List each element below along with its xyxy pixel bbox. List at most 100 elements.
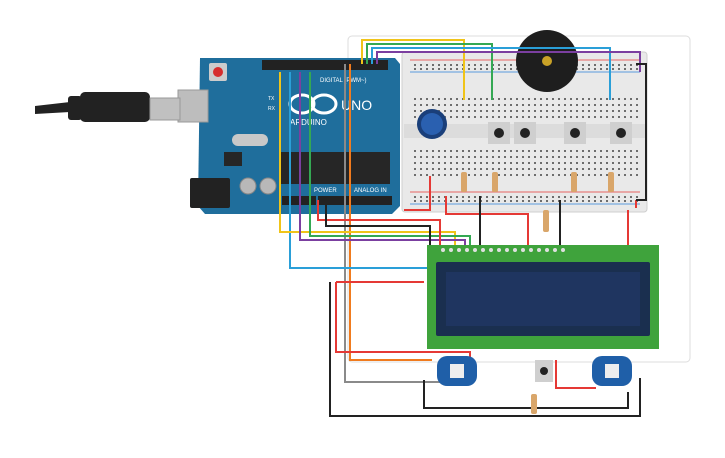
breadboard-hole xyxy=(522,156,524,158)
breadboard-hole xyxy=(486,98,488,100)
breadboard-hole xyxy=(582,104,584,106)
breadboard-hole xyxy=(588,200,590,202)
breadboard-hole xyxy=(630,104,632,106)
breadboard-hole xyxy=(618,174,620,176)
pushbutton-icon[interactable] xyxy=(535,360,553,382)
breadboard-hole xyxy=(540,196,542,198)
breadboard-hole xyxy=(510,156,512,158)
lcd-pin xyxy=(457,248,461,252)
breadboard-hole xyxy=(480,150,482,152)
breadboard-hole xyxy=(540,110,542,112)
breadboard-hole xyxy=(432,156,434,158)
breadboard-hole xyxy=(486,162,488,164)
potentiometer-icon[interactable] xyxy=(417,109,447,139)
breadboard-hole xyxy=(558,150,560,152)
breadboard-hole xyxy=(624,200,626,202)
lcd-display[interactable] xyxy=(427,245,659,349)
breadboard-hole xyxy=(582,196,584,198)
breadboard-hole xyxy=(474,64,476,66)
breadboard-hole xyxy=(528,116,530,118)
breadboard-hole xyxy=(474,98,476,100)
breadboard-hole xyxy=(534,168,536,170)
breadboard-hole xyxy=(636,174,638,176)
breadboard-hole xyxy=(480,162,482,164)
breadboard-hole xyxy=(618,98,620,100)
breadboard-hole xyxy=(534,116,536,118)
breadboard-hole xyxy=(420,174,422,176)
breadboard-hole xyxy=(450,110,452,112)
breadboard-hole xyxy=(480,110,482,112)
arduino-brand-label: ARDUINO xyxy=(290,118,327,127)
breadboard-hole xyxy=(492,116,494,118)
breadboard-hole xyxy=(540,104,542,106)
breadboard-hole xyxy=(636,156,638,158)
breadboard-hole xyxy=(528,110,530,112)
breadboard-hole xyxy=(492,110,494,112)
breadboard-hole xyxy=(552,196,554,198)
lcd-pin xyxy=(521,248,525,252)
breadboard-hole xyxy=(426,104,428,106)
usb-cable-icon[interactable] xyxy=(35,92,181,122)
breadboard-hole xyxy=(438,64,440,66)
rx-label: RX xyxy=(268,106,276,112)
resistor-icon[interactable] xyxy=(531,394,537,414)
rgb-led-module-icon[interactable] xyxy=(592,356,632,386)
breadboard-hole xyxy=(594,162,596,164)
breadboard-hole xyxy=(552,200,554,202)
breadboard-hole xyxy=(498,150,500,152)
resistor-icon[interactable] xyxy=(492,172,498,192)
resistor-icon[interactable] xyxy=(461,172,467,192)
breadboard-hole xyxy=(588,162,590,164)
breadboard-hole xyxy=(528,196,530,198)
breadboard-hole xyxy=(504,168,506,170)
resistor-icon[interactable] xyxy=(543,210,549,232)
breadboard-hole xyxy=(624,162,626,164)
breadboard-hole xyxy=(582,116,584,118)
breadboard-hole xyxy=(570,150,572,152)
breadboard-hole xyxy=(528,156,530,158)
breadboard-hole xyxy=(504,110,506,112)
breadboard-hole xyxy=(414,116,416,118)
breadboard-hole xyxy=(612,196,614,198)
breadboard-hole xyxy=(498,196,500,198)
wires[interactable] xyxy=(279,39,647,417)
pushbutton-icon[interactable] xyxy=(514,122,536,144)
breadboard-hole xyxy=(552,98,554,100)
resistor-icon[interactable] xyxy=(608,172,614,192)
breadboard-hole xyxy=(504,104,506,106)
rgb-led-module-icon[interactable] xyxy=(437,356,477,386)
digital-pins-label: DIGITAL (PWM~) xyxy=(320,78,367,84)
breadboard-hole xyxy=(468,156,470,158)
pushbutton-icon[interactable] xyxy=(610,122,632,144)
breadboard-hole xyxy=(516,196,518,198)
breadboard-hole xyxy=(630,64,632,66)
breadboard-hole xyxy=(534,150,536,152)
breadboard-hole xyxy=(420,156,422,158)
tx-label: TX xyxy=(268,96,275,102)
breadboard-hole xyxy=(534,162,536,164)
breadboard-hole xyxy=(528,200,530,202)
breadboard-hole xyxy=(552,110,554,112)
pushbutton-icon[interactable] xyxy=(564,122,586,144)
resistor-icon[interactable] xyxy=(571,172,577,192)
breadboard-hole xyxy=(558,104,560,106)
breadboard-hole xyxy=(606,98,608,100)
breadboard-hole xyxy=(570,104,572,106)
pushbutton-icon[interactable] xyxy=(488,122,510,144)
lcd-pin xyxy=(449,248,453,252)
breadboard-hole xyxy=(414,174,416,176)
breadboard-hole xyxy=(498,116,500,118)
breadboard-hole xyxy=(600,64,602,66)
breadboard-hole xyxy=(606,168,608,170)
breadboard-hole xyxy=(576,116,578,118)
breadboard-hole xyxy=(588,104,590,106)
breadboard-hole xyxy=(480,156,482,158)
breadboard-hole xyxy=(468,68,470,70)
breadboard-hole xyxy=(534,174,536,176)
breadboard-hole xyxy=(558,156,560,158)
buzzer-icon[interactable] xyxy=(516,30,578,92)
breadboard-hole xyxy=(630,174,632,176)
breadboard-hole xyxy=(462,168,464,170)
breadboard-hole xyxy=(510,68,512,70)
